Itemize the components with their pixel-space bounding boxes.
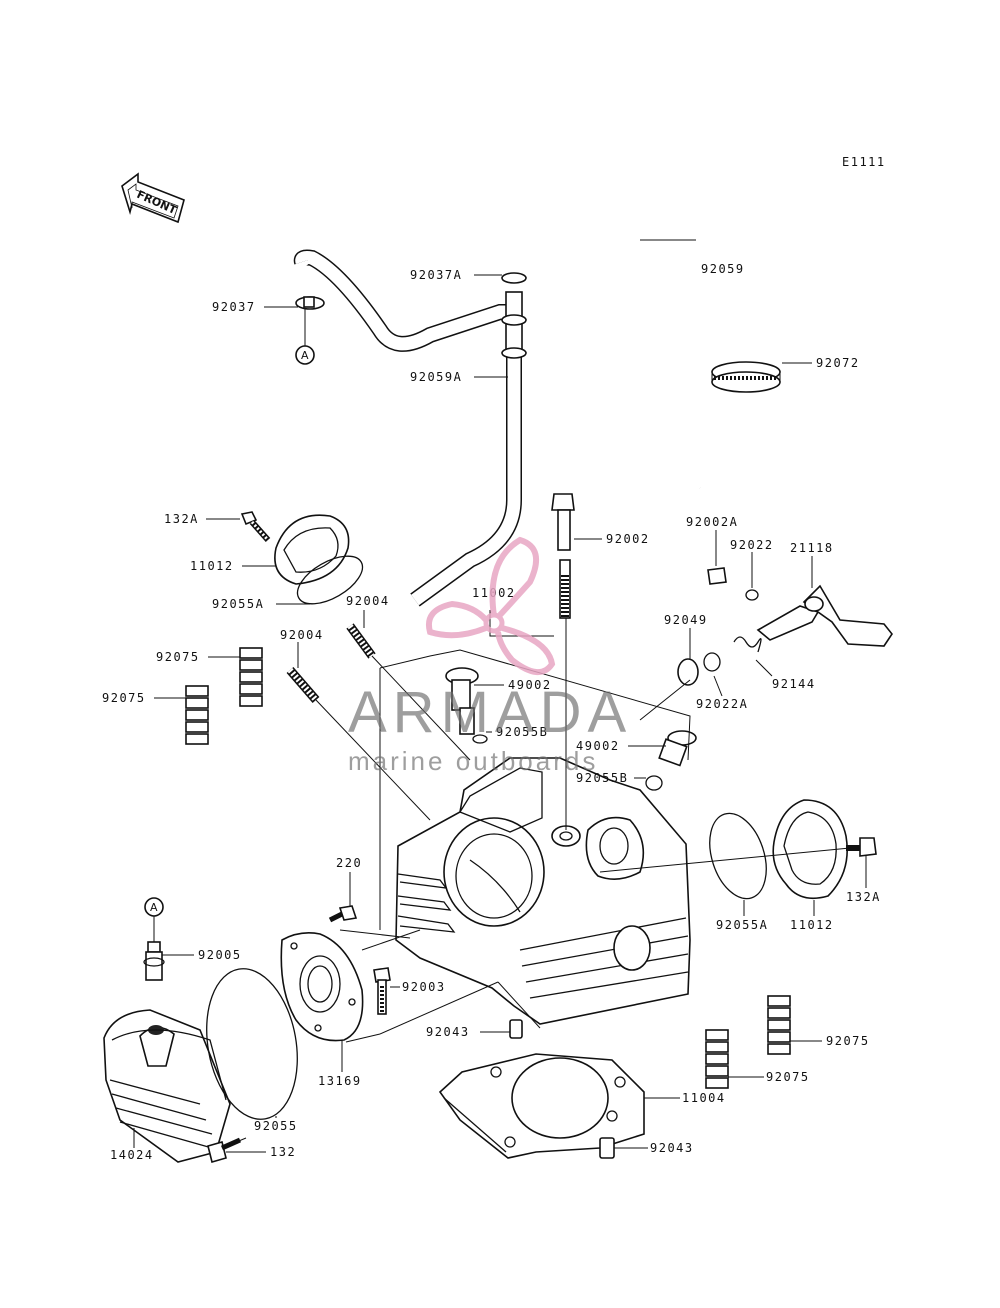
part-label-92075-c: 92075: [826, 1034, 870, 1048]
part-label-132A-top: 132A: [164, 512, 199, 526]
bolt-220: [328, 905, 358, 923]
dowel-92043-a: [509, 1019, 523, 1039]
cylinder-head-11002: [395, 757, 691, 1025]
oring-92055b-b: [645, 775, 663, 791]
part-label-49002-a: 49002: [508, 678, 552, 692]
part-label-92072: 92072: [816, 356, 860, 370]
part-label-92049: 92049: [664, 613, 708, 627]
part-label-11012-right: 11012: [790, 918, 834, 932]
part-label-92055: 92055: [254, 1119, 298, 1133]
clamp-92037: [295, 296, 325, 310]
part-label-92055B-b: 92055B: [576, 771, 628, 785]
leader-lines: [133, 239, 867, 1153]
part-label-92037A: 92037A: [410, 268, 462, 282]
part-label-11004: 11004: [682, 1091, 726, 1105]
part-label-92003: 92003: [402, 980, 446, 994]
bolt-132a-top: [240, 511, 271, 542]
bolt-92003: [373, 967, 391, 1015]
shim-stack-92075-d: [705, 1029, 729, 1089]
watermark-subtitle: marine outboards: [348, 746, 598, 776]
front-arrow-icon: FRONT: [121, 172, 185, 224]
shim-stack-92075-a: [239, 647, 263, 707]
part-label-92059: 92059: [701, 262, 745, 276]
watermark-title: ARMADA: [348, 680, 632, 745]
dowel-92043-b: [599, 1137, 615, 1159]
oring-92055a-top: [296, 555, 364, 605]
bolt-132a-right: [846, 837, 877, 857]
part-label-49002-b: 49002: [576, 739, 620, 753]
part-label-11012-top: 11012: [190, 559, 234, 573]
part-label-21118: 21118: [790, 541, 834, 555]
part-label-92005: 92005: [198, 948, 242, 962]
svg-text:A: A: [301, 349, 309, 362]
part-label-92075-b: 92075: [102, 691, 146, 705]
part-label-92043-b: 92043: [650, 1141, 694, 1155]
part-label-92002A: 92002A: [686, 515, 738, 529]
breather-hose-92059a: [293, 249, 522, 607]
assembly-guide-lines: [315, 618, 691, 1035]
part-label-92004-b: 92004: [280, 628, 324, 642]
valve-49002-b: [658, 730, 697, 767]
shim-stack-92075-b: [185, 685, 209, 745]
watermark: ARMADA marine outboards: [348, 536, 632, 776]
t-joint: [501, 291, 527, 359]
gasket-11004: [438, 1053, 645, 1159]
svg-text:A: A: [150, 901, 158, 914]
part-label-92055A-top: 92055A: [212, 597, 264, 611]
diagram-code: E1111: [842, 155, 886, 169]
part-label-92037: 92037: [212, 300, 256, 314]
cover-11012-right: [772, 799, 848, 900]
oring-92055a-right: [709, 812, 767, 900]
part-label-132: 132: [270, 1145, 296, 1159]
part-label-92002: 92002: [606, 532, 650, 546]
part-label-92144: 92144: [772, 677, 816, 691]
part-label-92004-a: 92004: [346, 594, 390, 608]
ref-marker-a-top: A: [295, 308, 315, 365]
ref-marker-a-bottom: A: [144, 897, 164, 942]
band-clamp-92072: [711, 361, 781, 393]
part-label-92075-d: 92075: [766, 1070, 810, 1084]
part-label-14024: 14024: [110, 1148, 154, 1162]
cap-92002a: [707, 567, 727, 585]
oring-92055b-a: [472, 734, 488, 744]
spring-92144: [733, 636, 762, 653]
part-labels: 92037A 92059 92037 92072 92059A 132A 920…: [102, 262, 881, 1162]
clamp-92037a: [501, 272, 527, 284]
part-label-92055B-a: 92055B: [496, 725, 548, 739]
right-cover-guide-line: [599, 847, 851, 873]
seal-92049: [677, 658, 699, 686]
bolt-92002: [551, 493, 575, 619]
cover-11012-top: [274, 514, 350, 585]
part-label-92059A: 92059A: [410, 370, 462, 384]
oring-92055: [206, 968, 298, 1120]
part-label-13169: 13169: [318, 1074, 362, 1088]
breather-hose-92059: [505, 160, 707, 490]
fitting-92005: [143, 941, 165, 981]
washer-92022a: [703, 652, 721, 672]
left-guide-lines: [221, 929, 421, 1149]
part-label-220: 220: [336, 856, 362, 870]
head-cover-14024: [103, 1009, 231, 1163]
shaft-21118: [756, 584, 893, 647]
propeller-logo-icon: [426, 536, 556, 675]
stud-92004-a: [346, 623, 376, 659]
part-label-92022: 92022: [730, 538, 774, 552]
part-label-92055A-right: 92055A: [716, 918, 768, 932]
washer-92022: [745, 589, 759, 601]
part-label-92043-a: 92043: [426, 1025, 470, 1039]
stud-92004-b: [286, 667, 320, 703]
shim-stack-92075-c: [767, 995, 791, 1055]
part-label-92022A: 92022A: [696, 697, 748, 711]
valve-49002-a: [445, 667, 479, 735]
part-label-132A-right: 132A: [846, 890, 881, 904]
plate-13169: [280, 932, 364, 1042]
part-label-92075-a: 92075: [156, 650, 200, 664]
